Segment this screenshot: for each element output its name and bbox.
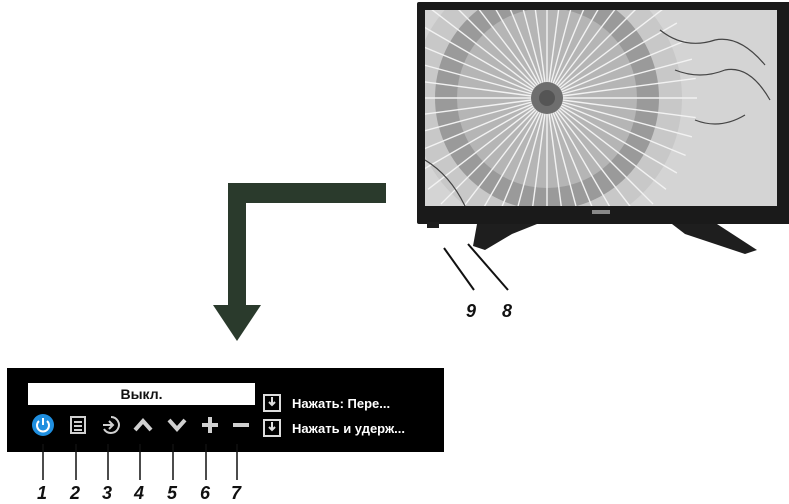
tv-logo (592, 210, 610, 214)
control-panel: Выкл. (7, 368, 444, 452)
tv-screen (417, 2, 789, 224)
press-hint-text: Нажать: Пере... (292, 396, 391, 411)
tv-stand (427, 222, 757, 254)
press-hold-hint-text: Нажать и удерж... (292, 421, 406, 436)
callout-number-5: 5 (167, 483, 178, 503)
callout-number-8: 8 (502, 301, 513, 321)
power-icon (32, 414, 54, 436)
menu-icon (70, 416, 86, 434)
channel-up-button[interactable] (130, 412, 156, 438)
volume-up-button[interactable] (197, 412, 223, 438)
callout-number-3: 3 (102, 483, 113, 503)
press-hold-hint-icon (263, 419, 281, 437)
channel-down-button[interactable] (164, 412, 190, 438)
plus-icon (202, 417, 218, 433)
input-source-icon (103, 416, 120, 434)
callout-leader-lines (443, 243, 509, 291)
callout-number-6: 6 (200, 483, 211, 503)
minus-icon (233, 423, 249, 427)
tv-picture (425, 10, 777, 206)
volume-down-button[interactable] (228, 412, 254, 438)
power-button[interactable] (30, 412, 56, 438)
chevron-down-icon (167, 418, 187, 433)
callout-number-7: 7 (231, 483, 242, 503)
status-field: Выкл. (28, 383, 255, 405)
menu-button[interactable] (65, 412, 91, 438)
chevron-up-icon (133, 417, 153, 432)
callout-number-9: 9 (466, 301, 477, 321)
arrow-vertical-segment (228, 183, 246, 307)
button-leader-lines (42, 444, 238, 480)
callout-number-2: 2 (70, 483, 81, 503)
press-hint-icon (263, 394, 281, 412)
arrow-horizontal-segment (228, 183, 386, 203)
callout-number-4: 4 (134, 483, 145, 503)
umbrella-image (425, 10, 777, 206)
callout-number-1: 1 (37, 483, 48, 503)
arrow-head (213, 305, 261, 341)
tv-illustration (417, 2, 789, 254)
input-source-button[interactable] (98, 412, 124, 438)
